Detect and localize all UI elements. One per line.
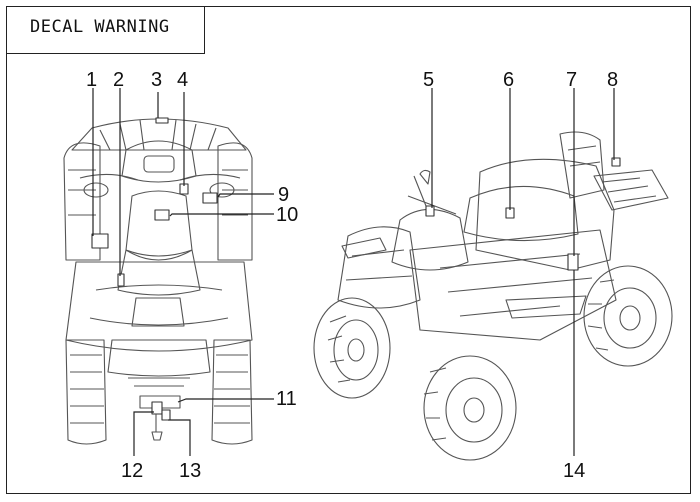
- leader-11: [177, 398, 274, 403]
- callout-14: 14: [563, 460, 586, 482]
- leader-9: [217, 193, 274, 198]
- title-box: [6, 6, 205, 54]
- callout-1: 1: [86, 69, 98, 91]
- callout-3: 3: [151, 69, 163, 91]
- callout-7: 7: [566, 69, 578, 91]
- atv-side-view: [313, 131, 673, 461]
- leader-lines: [92, 88, 615, 456]
- front-left-wheel: [313, 297, 391, 399]
- leader-12: [133, 411, 154, 456]
- leader-10: [169, 213, 274, 217]
- rear-right-wheel: [583, 265, 673, 367]
- front-right-wheel: [423, 355, 517, 461]
- diagram-title: DECAL WARNING: [30, 17, 170, 37]
- leader-13: [168, 419, 191, 456]
- callout-4: 4: [177, 69, 189, 91]
- callout-8: 8: [607, 69, 619, 91]
- callout-2: 2: [113, 69, 125, 91]
- callout-10: 10: [276, 204, 299, 226]
- callout-11: 11: [276, 388, 297, 410]
- callout-12: 12: [121, 460, 144, 482]
- callout-9: 9: [278, 184, 290, 206]
- atv-front-view: [63, 117, 253, 445]
- callout-5: 5: [423, 69, 435, 91]
- callout-13: 13: [179, 460, 202, 482]
- callout-6: 6: [503, 69, 515, 91]
- diagram-frame: [6, 6, 691, 494]
